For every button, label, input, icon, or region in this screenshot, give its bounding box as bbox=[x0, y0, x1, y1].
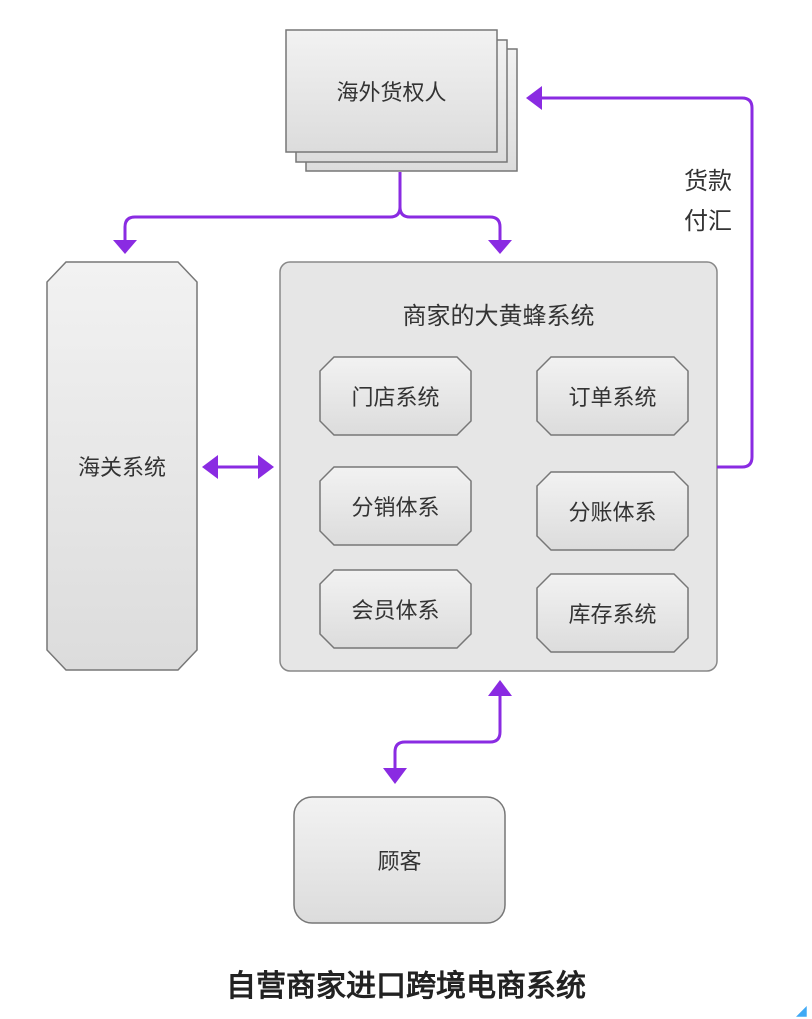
overseas-owner-node bbox=[285, 29, 518, 172]
customs-system-node bbox=[46, 261, 198, 671]
arrowhead-merchant-up bbox=[488, 680, 512, 696]
diagram-title: 自营商家进口跨境电商系统 bbox=[226, 969, 586, 1004]
order-system-label: 订单系统 bbox=[568, 386, 657, 411]
payment-label-line2: 付汇 bbox=[684, 206, 732, 235]
member-system-node bbox=[319, 569, 472, 649]
arrowhead-owner-left bbox=[526, 86, 542, 110]
order-system-node bbox=[536, 356, 689, 436]
inventory-system-node bbox=[536, 573, 689, 653]
member-system-label: 会员体系 bbox=[351, 599, 440, 624]
store-system-label: 门店系统 bbox=[351, 386, 440, 411]
split-account-system-node bbox=[536, 471, 689, 551]
merchant-system-label: 商家的大黄蜂系统 bbox=[402, 301, 595, 330]
corner-logo-mark: ◢ bbox=[796, 1003, 807, 1019]
arrowhead-customs-left bbox=[202, 455, 218, 479]
overseas-owner-label: 海外货权人 bbox=[336, 81, 447, 106]
inventory-system-label: 库存系统 bbox=[568, 603, 657, 628]
distribution-system-label: 分销体系 bbox=[351, 496, 440, 521]
payment-edge bbox=[542, 96, 754, 469]
arrowhead-customs-down bbox=[113, 240, 137, 254]
payment-label-line1: 货款 bbox=[684, 166, 732, 195]
customer-node bbox=[293, 796, 506, 924]
customs-system-label: 海关系统 bbox=[77, 456, 166, 481]
arrowhead-merchant-down bbox=[488, 240, 512, 254]
arrowhead-merchant-right bbox=[258, 455, 274, 479]
owner-split-edge bbox=[123, 172, 502, 240]
arrowhead-customer-down bbox=[383, 768, 407, 784]
store-system-node bbox=[319, 356, 472, 436]
customer-label: 顾客 bbox=[377, 850, 422, 875]
merchant-customer-edge bbox=[393, 696, 502, 768]
split-account-system-label: 分账体系 bbox=[568, 501, 657, 526]
distribution-system-node bbox=[319, 466, 472, 546]
